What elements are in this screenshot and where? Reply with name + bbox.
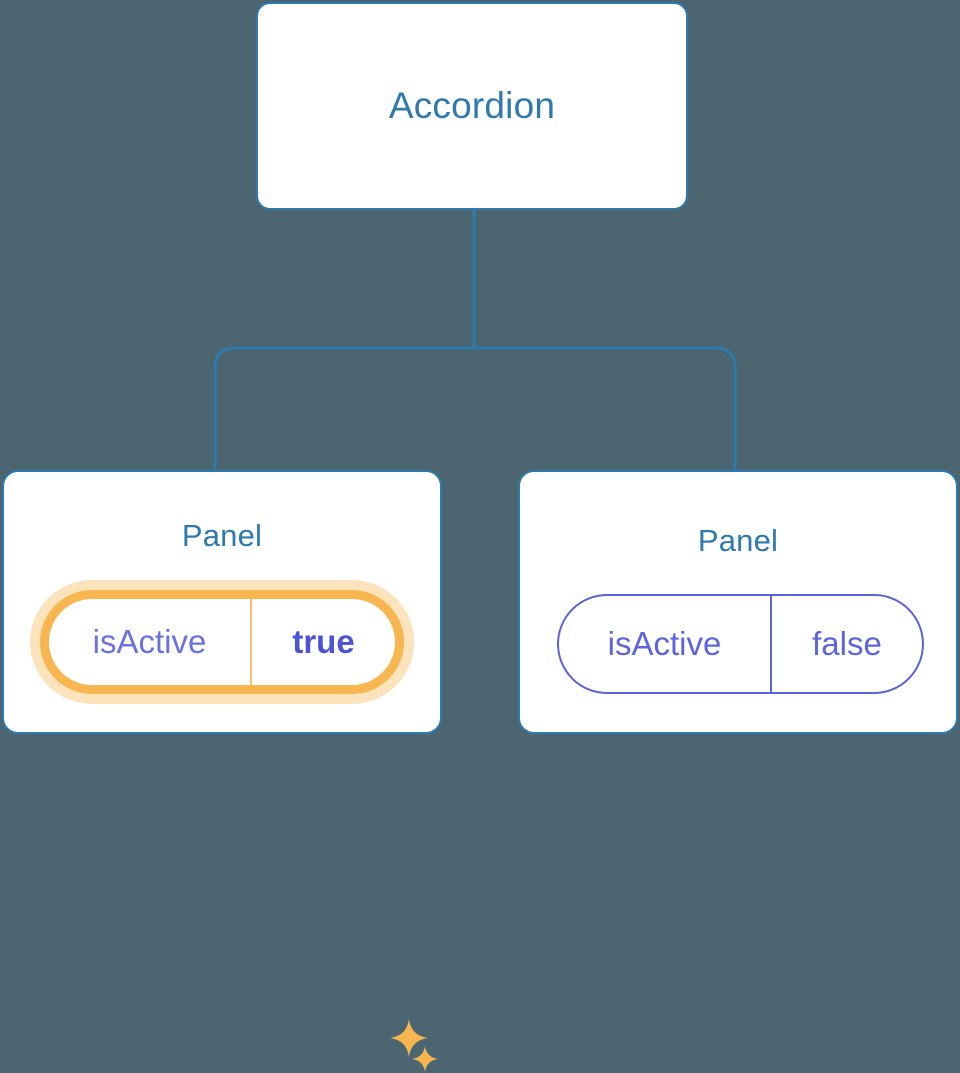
node-panel-inactive[interactable]: Panel isActive false bbox=[518, 470, 958, 734]
prop-key-label: isActive bbox=[49, 599, 252, 685]
prop-pill-isactive-false[interactable]: isActive false bbox=[557, 594, 924, 694]
connector-lines bbox=[213, 210, 737, 470]
node-accordion[interactable]: Accordion bbox=[256, 2, 688, 210]
connector-branch-bus bbox=[213, 346, 737, 470]
node-panel-inactive-title: Panel bbox=[697, 523, 779, 558]
sparkle-small-icon bbox=[412, 1046, 438, 1072]
node-accordion-title: Accordion bbox=[388, 85, 556, 126]
prop-value-label: false bbox=[812, 625, 882, 662]
node-panel-active[interactable]: Panel isActive true bbox=[2, 470, 442, 1072]
node-panel-active-title: Panel bbox=[181, 518, 263, 553]
prop-value-label: true bbox=[292, 623, 355, 660]
sparkle-large-icon bbox=[390, 1019, 428, 1057]
prop-key-label: isActive bbox=[559, 596, 772, 692]
prop-pill-isactive-true[interactable]: isActive true bbox=[40, 590, 404, 694]
